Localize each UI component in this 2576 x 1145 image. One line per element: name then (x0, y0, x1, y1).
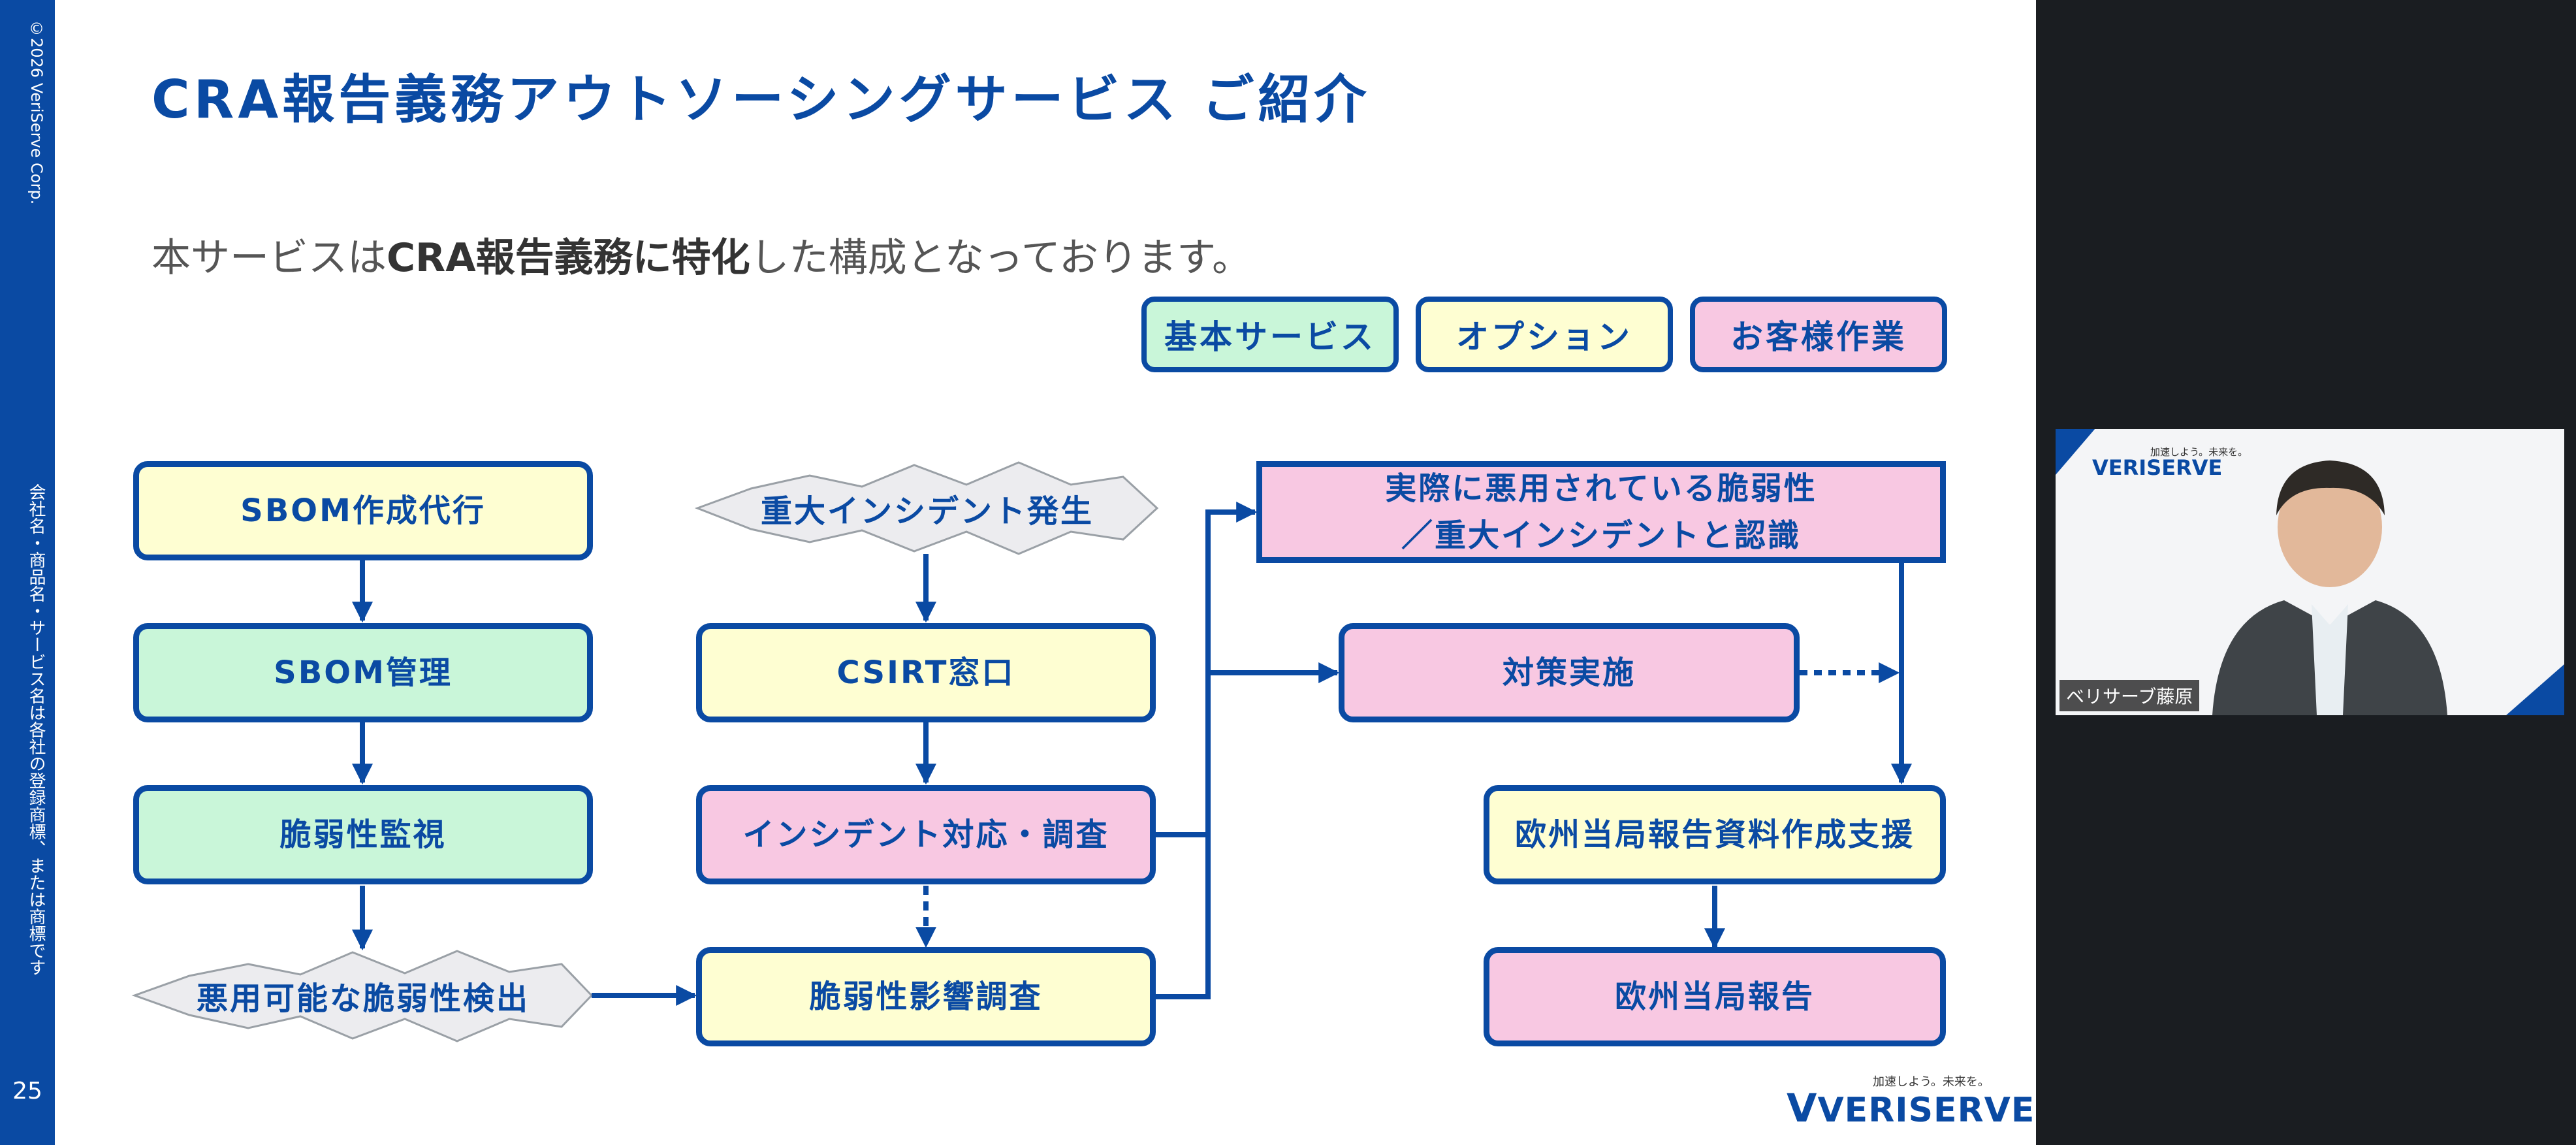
video-frame (2056, 429, 2564, 715)
label-major-incident: 重大インシデント発生 (760, 493, 1094, 530)
veriserve-logo: VVERISERVE (1787, 1086, 2035, 1131)
video-tagline: 加速しよう。未来を。 (2150, 446, 2248, 458)
copyright-text: ©2026 VeriServe Corp. (27, 20, 46, 205)
subtitle-bold: CRA報告義務に特化 (387, 235, 750, 281)
trademark-notice: 会社名・商品名・サービス名は各社の登録商標、または商標です (26, 483, 46, 976)
subtitle-pre: 本サービスは (151, 235, 387, 281)
slide-title: CRA報告義務アウトソーシングサービス ご紹介 (151, 69, 1371, 130)
subtitle-post: した構成となっております。 (750, 235, 1252, 281)
page-number: 25 (12, 1078, 42, 1105)
box-recognition: 実際に悪用されている脆弱性 ／重大インシデントと認識 (1256, 461, 1946, 563)
box-csirt: CSIRT窓口 (696, 623, 1156, 722)
slide-sidebar: ©2026 VeriServe Corp. 会社名・商品名・サービス名は各社の登… (0, 0, 55, 1145)
box-vuln-monitor: 脆弱性監視 (133, 785, 593, 884)
slide-subtitle: 本サービスはCRA報告義務に特化した構成となっております。 (151, 226, 1251, 283)
presentation-slide: ©2026 VeriServe Corp. 会社名・商品名・サービス名は各社の登… (0, 0, 2036, 1145)
logo-v-icon: V (1787, 1086, 1818, 1131)
box-report: 欧州当局報告 (1484, 947, 1946, 1046)
box-vuln-impact: 脆弱性影響調査 (696, 947, 1156, 1046)
recognition-line2: ／重大インシデントと認識 (1401, 517, 1801, 554)
participant-video-tile[interactable]: 加速しよう。未来を。 VERISERVE ベリサーブ藤原 (2056, 429, 2564, 715)
box-sbom-manage: SBOM管理 (133, 623, 593, 722)
box-incident-response: インシデント対応・調査 (696, 785, 1156, 884)
box-report-support: 欧州当局報告資料作成支援 (1484, 785, 1946, 884)
footer-tagline: 加速しよう。未来を。 (1873, 1075, 1990, 1089)
legend-option: オプション (1416, 297, 1673, 372)
recognition-line1: 実際に悪用されている脆弱性 (1385, 470, 1817, 507)
flow-connectors (131, 461, 1912, 1042)
label-exploitable-detect: 悪用可能な脆弱性検出 (196, 980, 530, 1017)
video-logo: VERISERVE (2092, 455, 2223, 480)
legend-customer-work: お客様作業 (1690, 297, 1947, 372)
legend-basic-service: 基本サービス (1141, 297, 1399, 372)
burst-major-incident (694, 461, 1159, 555)
footer-logo-text: VERISERVE (1817, 1091, 2035, 1130)
participant-name-label: ベリサーブ藤原 (2059, 680, 2200, 711)
box-sbom-create: SBOM作成代行 (133, 461, 593, 560)
box-countermeasure: 対策実施 (1339, 623, 1800, 722)
